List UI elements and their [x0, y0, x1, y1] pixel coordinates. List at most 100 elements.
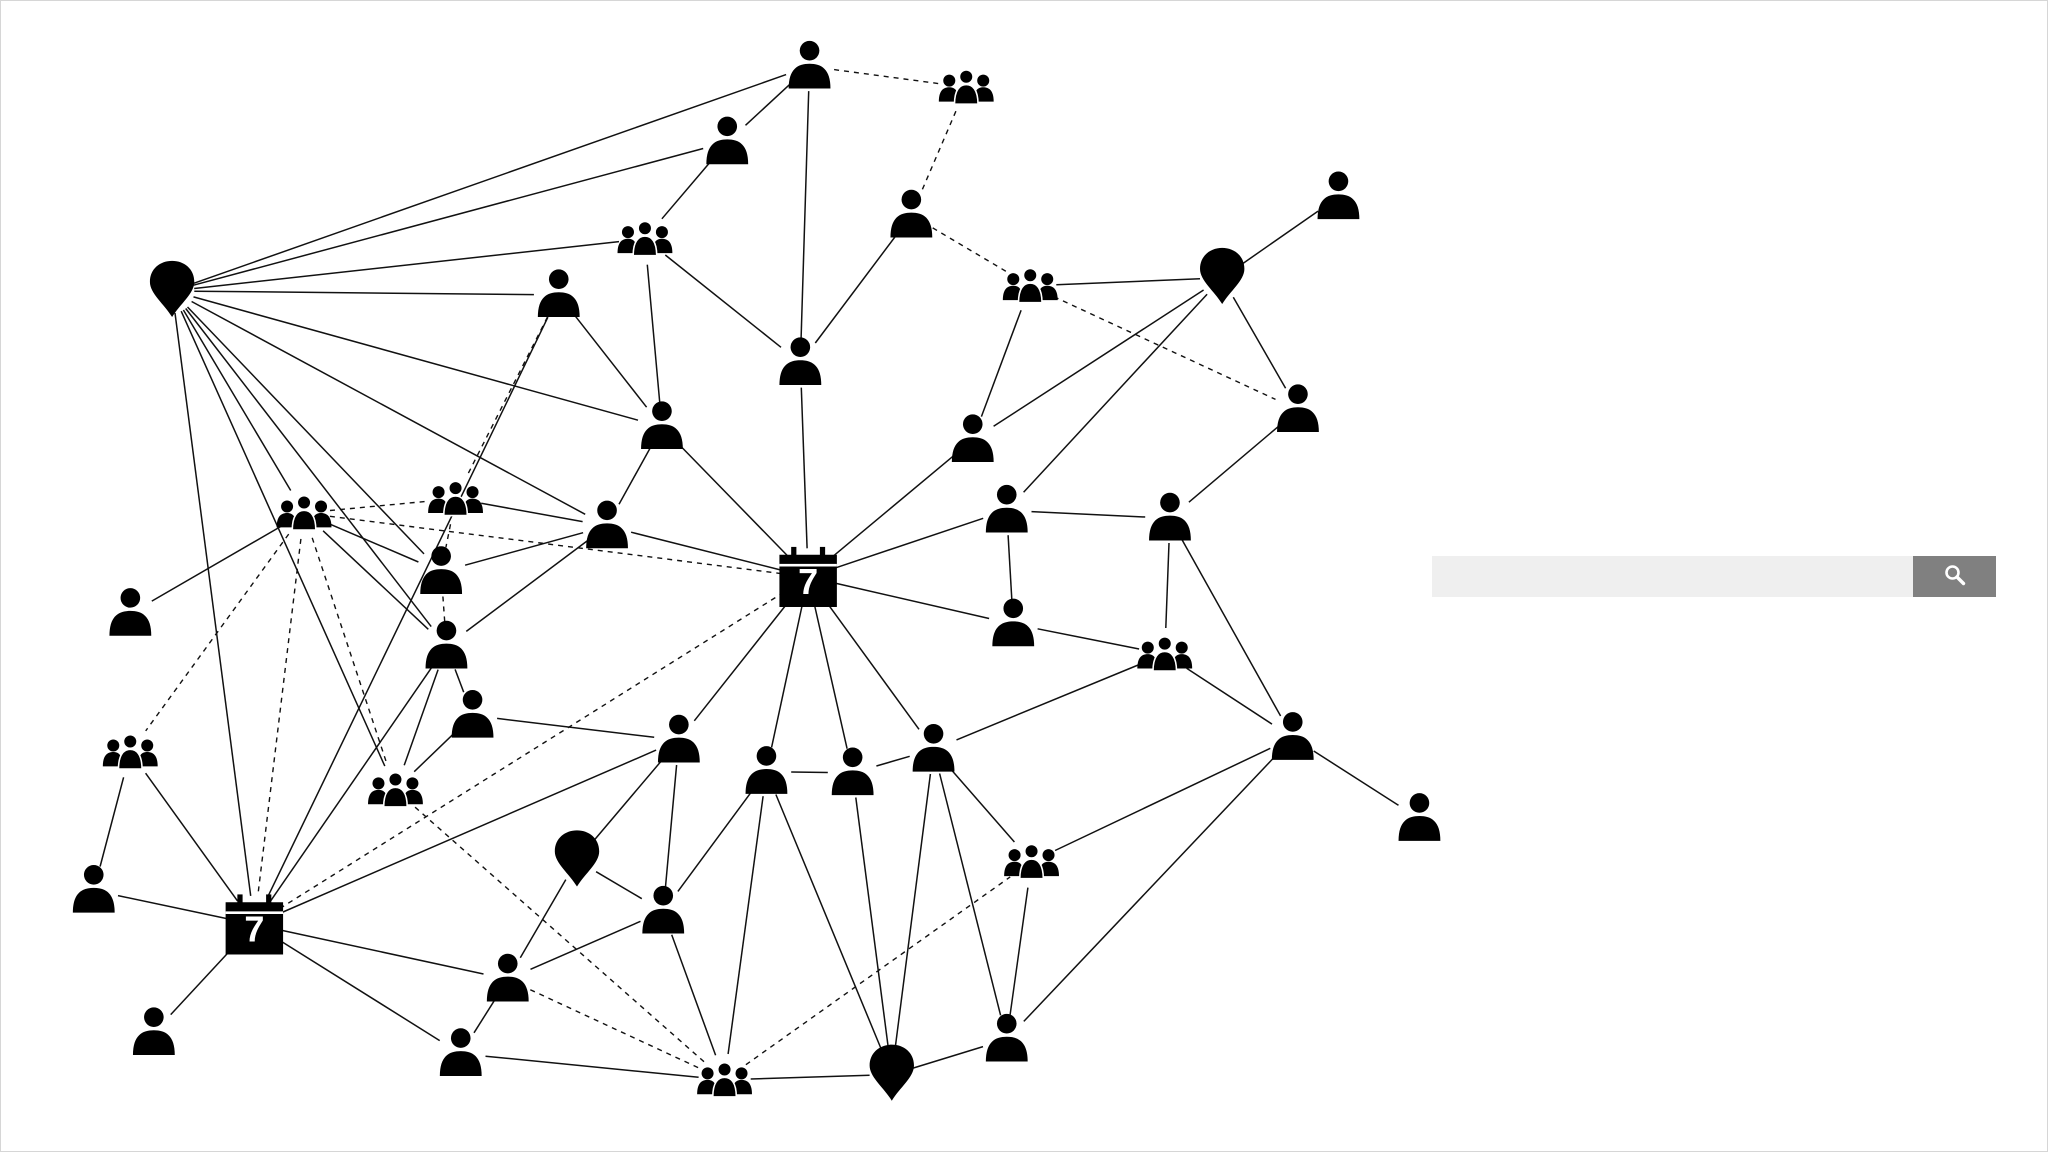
edge-72 [670, 934, 717, 1056]
edge-25 [327, 522, 419, 563]
person-icon [1149, 492, 1191, 541]
person-icon [1277, 384, 1319, 433]
person-icon [132, 1007, 175, 1056]
person-icon [985, 484, 1028, 533]
person-icon [486, 953, 529, 1002]
edge-79 [144, 772, 239, 902]
edge-27 [322, 530, 429, 630]
edge-64 [727, 796, 764, 1055]
group-icon [275, 494, 333, 531]
search-input[interactable] [1432, 556, 1913, 597]
edge-58 [791, 771, 828, 774]
edge-33 [829, 455, 955, 560]
person-icon [586, 500, 628, 549]
edge-53 [956, 663, 1141, 741]
dashed-edge-9 [145, 533, 290, 732]
edge-48 [1232, 296, 1287, 389]
edge-44 [1007, 535, 1013, 600]
calendar-day-label: 7 [244, 908, 264, 949]
edge-69 [595, 871, 643, 900]
location-pin-icon [869, 1044, 914, 1101]
person-icon [831, 747, 874, 796]
calendar-day-label: 7 [798, 561, 818, 602]
edge-39 [824, 599, 920, 730]
edge-17 [800, 387, 808, 549]
edge-57 [876, 755, 910, 767]
edge-2 [194, 240, 620, 290]
person-icon [641, 401, 683, 450]
edge-24 [464, 531, 584, 566]
edge-4 [193, 296, 639, 421]
edge-37 [770, 604, 803, 748]
edge-83 [485, 1055, 699, 1079]
edge-68 [280, 749, 657, 914]
location-pin-icon [149, 260, 195, 318]
person-icon [1398, 793, 1441, 841]
person-icon [451, 689, 494, 738]
magnifier-icon [1944, 564, 1966, 589]
search-button[interactable] [1913, 556, 1996, 597]
dashed-edge-10 [466, 316, 549, 476]
edge-10 [174, 312, 252, 896]
person-icon [912, 723, 955, 772]
edge-50 [1056, 278, 1201, 286]
edge-60 [893, 773, 932, 1053]
dashed-edge-0 [834, 68, 941, 85]
edge-12 [800, 91, 810, 339]
edge-8 [185, 308, 432, 628]
edge-22 [465, 540, 588, 633]
edge-42 [1023, 293, 1208, 493]
dashed-edge-6 [445, 524, 452, 548]
edge-28 [454, 669, 465, 693]
edge-29 [403, 669, 439, 766]
person-icon [439, 1028, 482, 1076]
edge-19 [678, 444, 789, 557]
person-icon [420, 546, 463, 594]
connection-edges [99, 68, 1399, 1080]
edge-63 [775, 794, 884, 1055]
edge-67 [664, 764, 678, 887]
edge-82 [99, 777, 125, 867]
edge-5 [182, 309, 292, 491]
calendar-icon: 7 [225, 894, 284, 955]
person-icon [425, 620, 468, 669]
group-icon [696, 1061, 753, 1098]
dashed-edge-13 [530, 989, 702, 1070]
edge-43 [1031, 510, 1146, 518]
dashed-edge-1 [920, 110, 957, 193]
dashed-edge-3 [1053, 296, 1276, 401]
person-icon [745, 746, 788, 794]
dashed-edge-4 [329, 500, 430, 512]
person-icon [985, 1013, 1028, 1062]
person-icon [951, 414, 994, 463]
edge-51 [1037, 628, 1140, 650]
edge-9 [180, 310, 386, 767]
edge-21 [630, 531, 781, 571]
edge-52 [1186, 667, 1273, 725]
edge-46 [1165, 542, 1170, 629]
edge-35 [836, 582, 990, 620]
edge-30 [270, 666, 433, 902]
edge-23 [481, 502, 583, 523]
edge-49 [1239, 210, 1319, 266]
person-icon [657, 714, 700, 763]
edge-34 [835, 517, 984, 569]
person-icon [779, 337, 822, 386]
edge-15 [646, 264, 661, 403]
edge-62 [855, 797, 890, 1053]
edge-41 [980, 309, 1022, 417]
edge-7 [186, 306, 425, 555]
dashed-edge-12 [414, 806, 706, 1064]
person-icon [72, 864, 115, 913]
edge-11 [744, 82, 792, 126]
person-icon [788, 40, 831, 89]
edge-70 [519, 879, 567, 959]
edge-45 [1188, 425, 1280, 503]
edge-73 [1009, 887, 1029, 1015]
edge-13 [661, 160, 712, 220]
person-icon [992, 598, 1035, 647]
edge-81 [170, 944, 236, 1016]
person-icon [109, 588, 152, 636]
edge-3 [194, 290, 534, 296]
